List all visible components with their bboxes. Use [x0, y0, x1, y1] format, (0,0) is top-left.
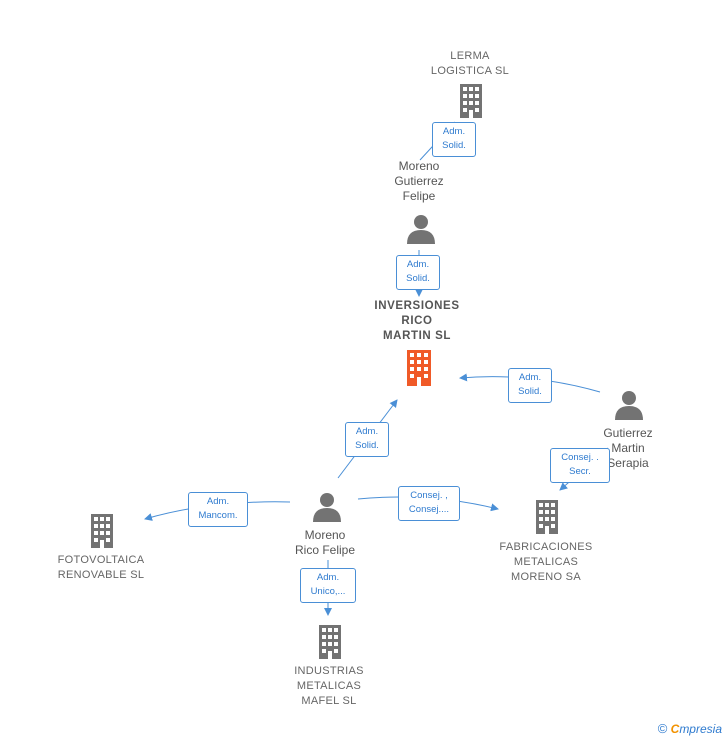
- brand-name: mpresia: [679, 722, 722, 736]
- building-icon: [536, 500, 558, 534]
- node-label-moreno-gutierrez[interactable]: Moreno Gutierrez Felipe: [394, 159, 444, 203]
- node-label-fotovoltaica[interactable]: FOTOVOLTAICA RENOVABLE SL: [57, 554, 145, 581]
- edge-label-adm-solid: Adm. Solid.: [345, 422, 389, 457]
- person-icon: [313, 493, 341, 522]
- brand-initial: C: [670, 722, 680, 736]
- node-label-fabricaciones[interactable]: FABRICACIONES METALICAS MORENO SA: [499, 541, 593, 583]
- edge-label-consej-secr: Consej. . Secr.: [550, 448, 610, 483]
- empresia-watermark: © Cmpresia: [658, 721, 722, 736]
- copyright-symbol: ©: [657, 721, 668, 736]
- node-label-industrias[interactable]: INDUSTRIAS METALICAS MAFEL SL: [294, 665, 364, 707]
- edge-label-adm-solid: Adm. Solid.: [396, 255, 440, 290]
- building-icon: [460, 84, 482, 118]
- node-label-gutierrez-martin[interactable]: Gutierrez Martin Serapia: [603, 426, 653, 470]
- building-icon: [319, 625, 341, 659]
- building-icon: [91, 514, 113, 548]
- edge-label-adm-solid: Adm. Solid.: [508, 368, 552, 403]
- edge-label-consej-consej: Consej. , Consej....: [398, 486, 460, 521]
- building-icon-focus: [407, 350, 431, 386]
- edge-label-adm-solid: Adm. Solid.: [432, 122, 476, 157]
- node-label-lerma[interactable]: LERMA LOGISTICA SL: [430, 50, 510, 77]
- person-icon: [407, 215, 435, 244]
- node-label-inversiones[interactable]: INVERSIONES RICO MARTIN SL: [374, 300, 460, 342]
- edge-label-adm-mancom: Adm. Mancom.: [188, 492, 248, 527]
- node-label-moreno-rico[interactable]: Moreno Rico Felipe: [294, 528, 356, 557]
- edge-label-adm-unico: Adm. Unico,...: [300, 568, 356, 603]
- person-icon: [615, 391, 643, 420]
